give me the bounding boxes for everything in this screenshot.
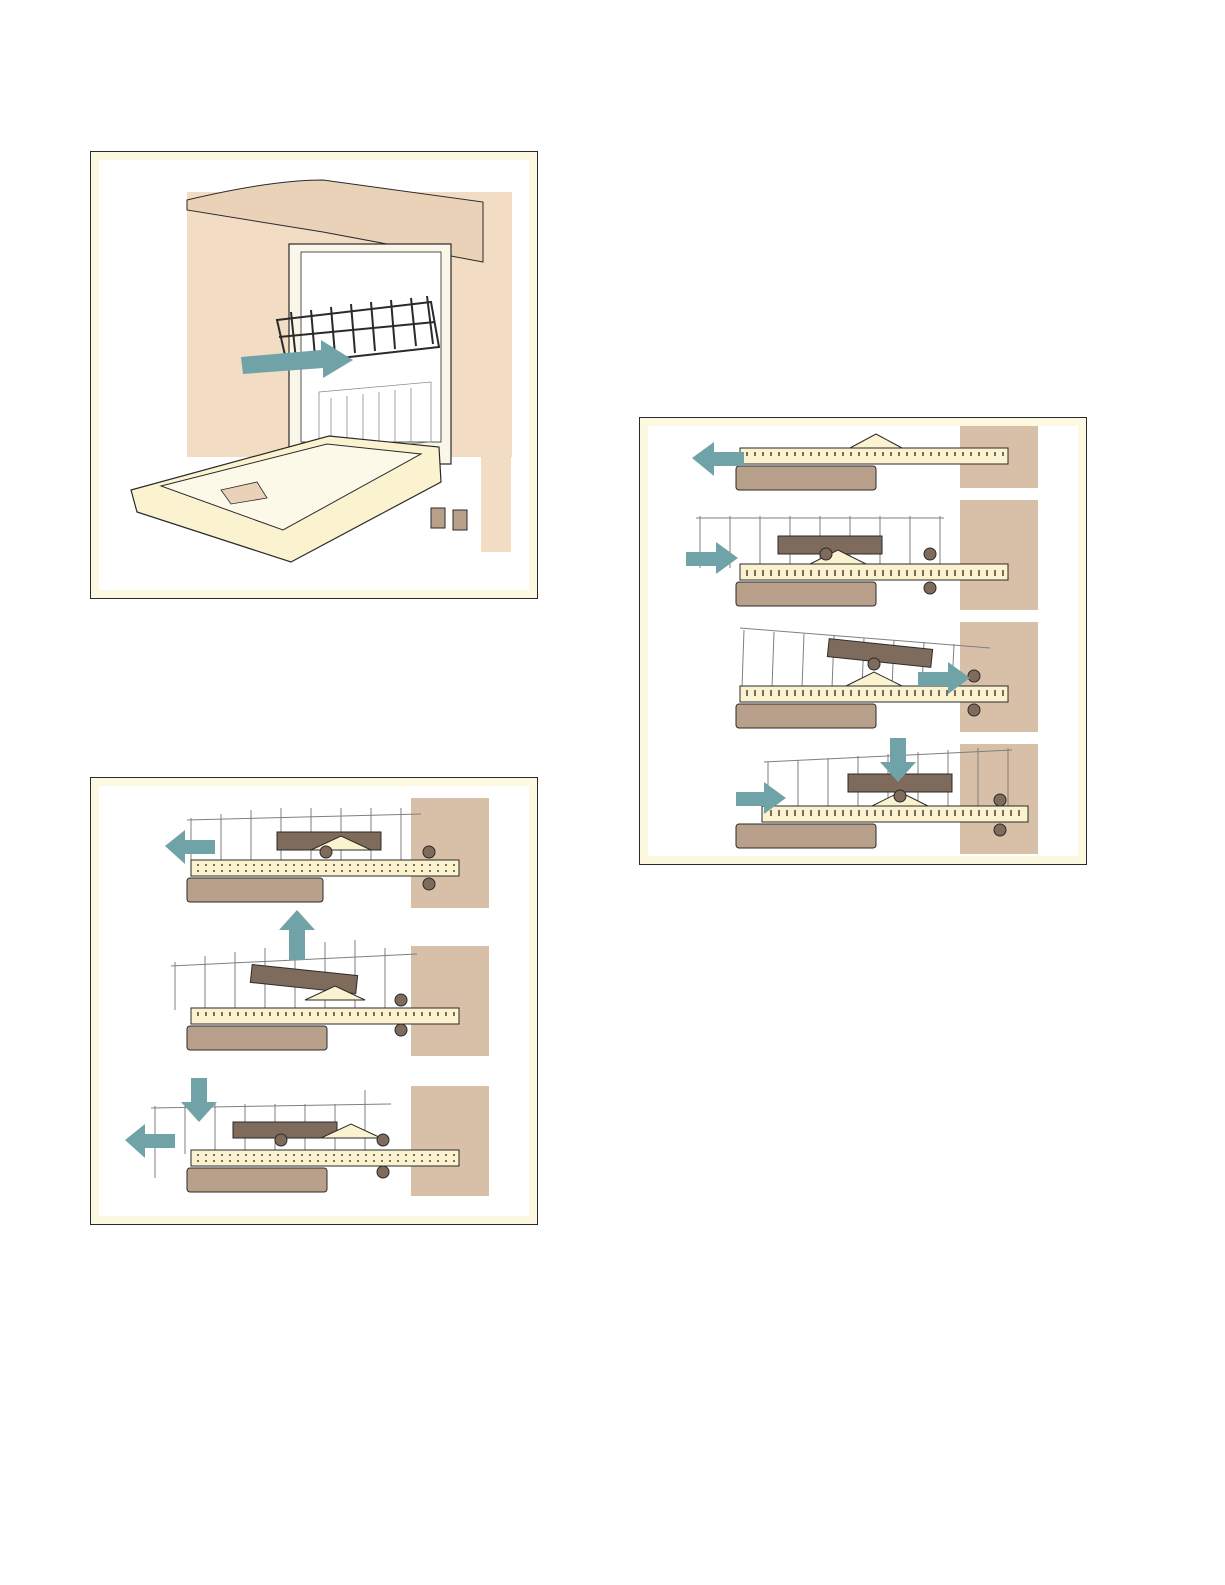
- wheel-icon: [994, 794, 1006, 806]
- wheel-icon: [395, 994, 407, 1006]
- removal-step-3: [125, 1078, 489, 1196]
- wheel-icon: [924, 582, 936, 594]
- wheel-icon: [968, 704, 980, 716]
- wall-panel: [411, 1086, 489, 1196]
- insertion-step-1: [692, 426, 1038, 490]
- wall-panel: [960, 500, 1038, 610]
- wheel-icon: [377, 1166, 389, 1178]
- rail-housing: [736, 824, 876, 848]
- wheel-icon: [377, 1134, 389, 1146]
- wheel-icon: [320, 846, 332, 858]
- rail-housing: [187, 878, 323, 902]
- wheel-icon: [968, 670, 980, 682]
- foot-left: [431, 508, 445, 528]
- insertion-step-4: [736, 738, 1038, 854]
- rail-housing: [736, 466, 876, 490]
- figure-dishwasher-open: [90, 151, 538, 599]
- wheel-icon: [994, 824, 1006, 836]
- wheel-icon: [395, 1024, 407, 1036]
- rail-housing: [736, 704, 876, 728]
- rack-removal-steps: [91, 778, 539, 1226]
- foot-right: [453, 510, 467, 530]
- rail-housing: [187, 1168, 327, 1192]
- rail-housing: [187, 1026, 327, 1050]
- rail-housing: [736, 582, 876, 606]
- wheel-icon: [868, 658, 880, 670]
- figure-rack-removal: [90, 777, 538, 1225]
- dishwasher-open-illustration: [91, 152, 539, 600]
- wheel-icon: [894, 790, 906, 802]
- arrow-icon: [125, 1124, 175, 1158]
- arrow-icon: [181, 1078, 217, 1122]
- wheel-icon: [820, 548, 832, 560]
- rack-insertion-steps: [640, 418, 1088, 866]
- insertion-step-3: [736, 622, 1038, 732]
- removal-step-2: [171, 910, 489, 1056]
- insertion-step-2: [686, 500, 1038, 610]
- arrow-icon: [279, 910, 315, 960]
- arrow-icon: [165, 830, 215, 864]
- wheel-icon: [423, 878, 435, 890]
- wheel-icon: [423, 846, 435, 858]
- wheel-icon: [275, 1134, 287, 1146]
- figure-rack-insertion: [639, 417, 1087, 865]
- removal-step-1: [165, 798, 489, 908]
- wheel-icon: [924, 548, 936, 560]
- wall-panel: [411, 946, 489, 1056]
- cabinet-right: [481, 200, 511, 552]
